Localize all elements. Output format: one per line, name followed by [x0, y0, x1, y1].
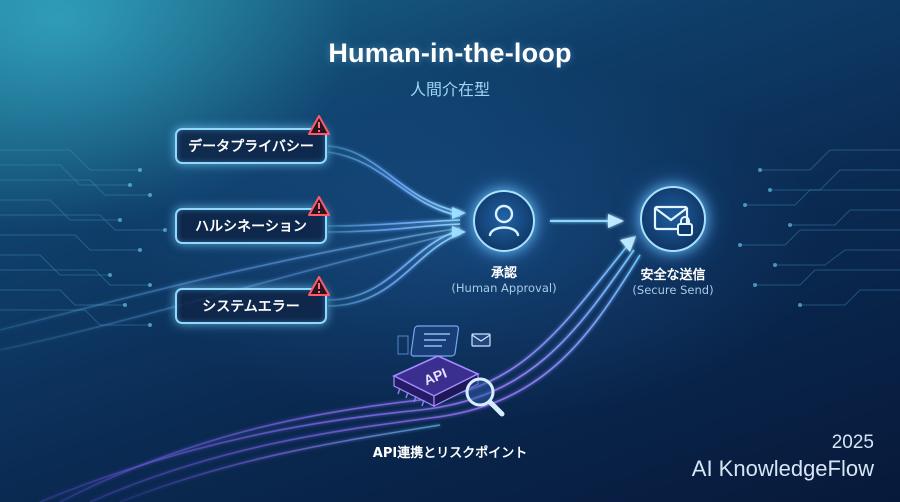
footer-year: 2025	[831, 432, 874, 453]
approval-sublabel: (Human Approval)	[451, 281, 557, 295]
secure-send-sublabel: (Secure Send)	[632, 283, 714, 297]
risk-label: システムエラー	[202, 299, 300, 315]
api-label: API連携とリスクポイント	[372, 446, 528, 461]
warning-icon	[308, 196, 330, 216]
right-circuit-traces	[740, 149, 900, 306]
risk-label: ハルシネーション	[195, 219, 307, 235]
footer-brand: AI KnowledgeFlow	[691, 456, 874, 481]
envelope-lock-icon	[653, 205, 693, 236]
approval-arrowheads	[452, 207, 466, 238]
small-envelope-icon	[471, 333, 491, 347]
left-circuit-traces	[0, 149, 165, 326]
person-icon	[488, 204, 520, 237]
approval-node	[473, 190, 535, 252]
risk-box-system-error: システムエラー	[175, 288, 327, 324]
approval-label: 承認	[490, 266, 517, 281]
send-arrowhead	[620, 236, 636, 252]
magnifier-icon	[465, 377, 505, 417]
diagram-subtitle: 人間介在型	[409, 80, 490, 99]
warning-icon	[308, 115, 330, 135]
diagram-title: Human-in-the-loop	[328, 38, 572, 68]
risk-label: データプライバシー	[188, 139, 314, 155]
secure-send-label: 安全な送信	[640, 268, 706, 283]
secure-send-node	[640, 186, 706, 252]
api-chip-icon: API	[392, 325, 505, 417]
warning-icon	[308, 276, 330, 296]
risk-box-data-privacy: データプライバシー	[175, 128, 327, 164]
risk-box-hallucination: ハルシネーション	[175, 208, 327, 244]
api-to-send-flows	[39, 244, 641, 502]
approval-to-send-arrow	[550, 214, 624, 228]
